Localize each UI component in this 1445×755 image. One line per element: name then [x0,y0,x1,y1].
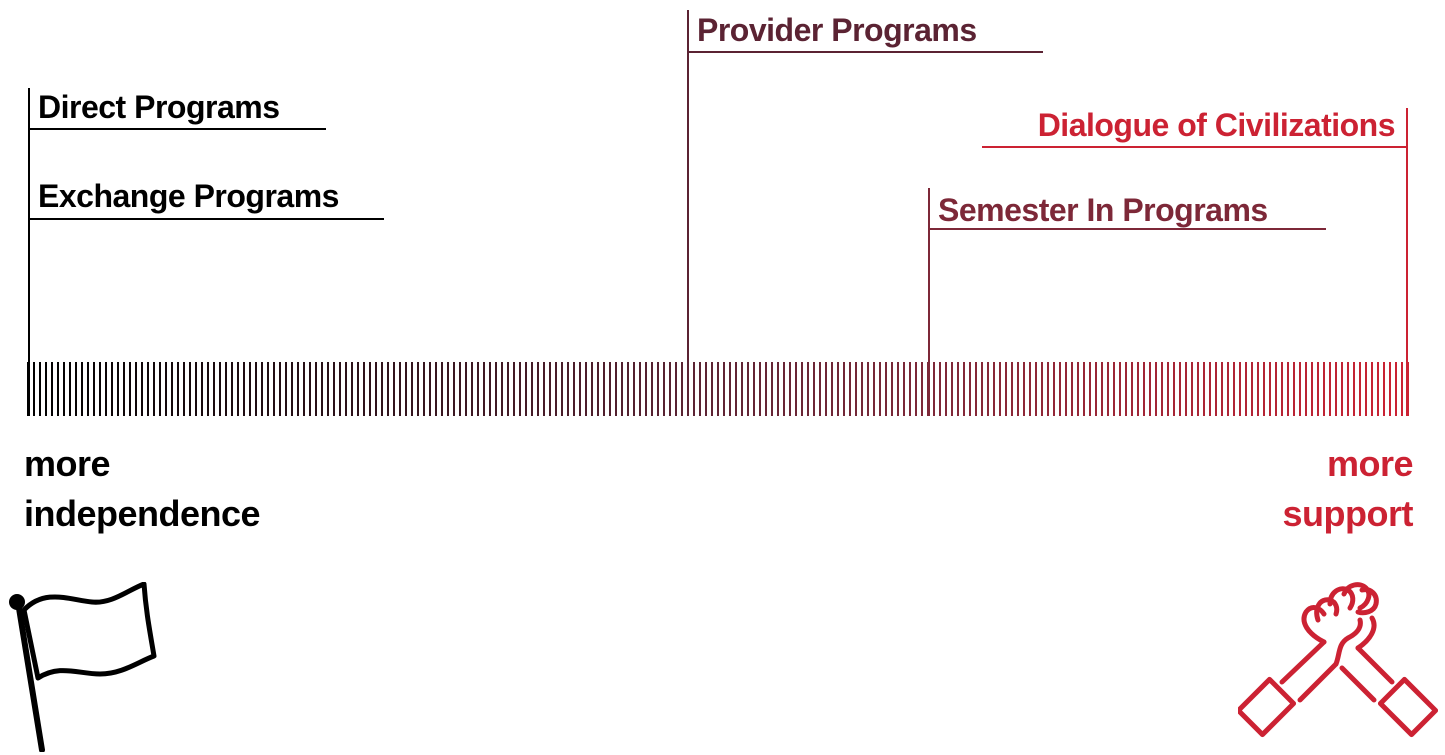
more-independence-label-line2: independence [24,493,261,534]
flag-icon [9,582,157,752]
provider-programs-label: Provider Programs [697,12,977,48]
more-independence-label-line1: more [24,443,111,484]
direct-programs-underline [28,128,326,130]
dialogue-underline [982,146,1408,148]
dialogue-of-civilizations-label: Dialogue of Civilizations [1037,107,1396,143]
semester-marker-line [928,188,930,416]
provider-programs-underline [687,51,1043,53]
provider-marker-line [687,10,689,416]
direct-programs-label: Direct Programs [38,89,280,125]
handshake-icon [1238,582,1438,738]
dialogue-marker-line [1406,108,1408,416]
semester-programs-label: Semester In Programs [938,192,1268,228]
semester-programs-underline [928,228,1326,230]
direct-exchange-marker-line [28,88,30,416]
more-support-label-line1: more [1326,443,1414,484]
more-support-label-line2: support [1282,493,1414,534]
exchange-programs-label: Exchange Programs [38,178,339,214]
exchange-programs-underline [28,218,384,220]
